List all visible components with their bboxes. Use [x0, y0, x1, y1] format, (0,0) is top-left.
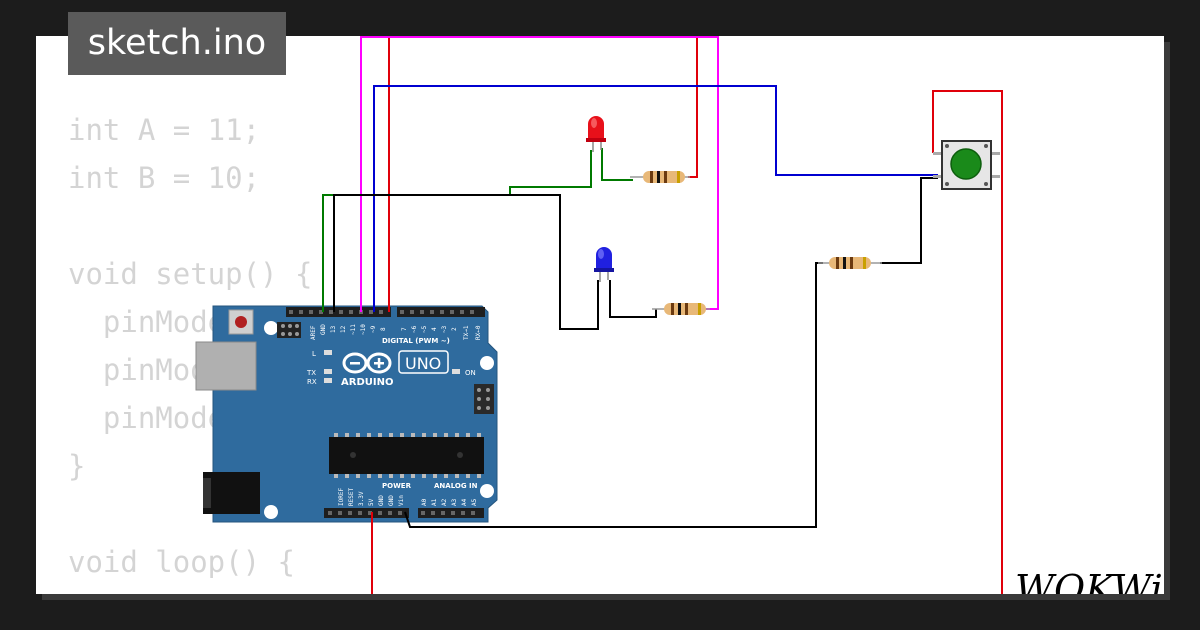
pin-label: ~10	[360, 324, 367, 335]
wire-red-led[interactable]	[388, 36, 698, 312]
pin-label: Vin	[398, 495, 405, 506]
pin-label: GND	[320, 324, 327, 335]
led-on	[452, 369, 460, 374]
led-l	[324, 350, 332, 355]
pin-label: RX←0	[475, 325, 482, 340]
pin-label: A5	[471, 498, 478, 506]
button-cap[interactable]	[950, 148, 982, 180]
pin-label: A0	[421, 498, 428, 506]
pin-label: 3.3V	[358, 491, 365, 506]
usb-port-icon	[195, 341, 257, 391]
pin-label: A4	[461, 498, 468, 506]
wires	[322, 36, 1003, 594]
pin-label: A3	[451, 498, 458, 506]
digital-header-label: DIGITAL (PWM ~)	[382, 337, 450, 345]
resistor-red-led[interactable]	[630, 171, 690, 183]
pin-label: TX→1	[463, 325, 470, 340]
pin-label: 5V	[368, 498, 375, 506]
mounting-hole	[480, 484, 494, 498]
led-red[interactable]	[586, 116, 606, 152]
pin-label: GND	[388, 495, 395, 506]
pushbutton[interactable]	[933, 140, 1000, 190]
icsp2-header	[474, 384, 494, 414]
pin-label: A1	[431, 498, 438, 506]
wire-magenta-led[interactable]	[360, 36, 719, 312]
mounting-hole	[264, 505, 278, 519]
power-label: POWER	[382, 482, 412, 490]
wire-red-button-vcc[interactable]	[932, 90, 1003, 594]
on-label: ON	[465, 369, 476, 377]
pin-label: ~6	[411, 325, 418, 333]
code-line: pinMode	[68, 305, 226, 339]
code-line: }	[68, 449, 86, 483]
code-line: int B = 10;	[68, 161, 261, 195]
icsp-header	[277, 322, 301, 338]
code-line: void loop() {	[68, 545, 295, 579]
board-model: UNO	[405, 354, 441, 373]
pin-label: 7	[401, 327, 408, 331]
mounting-hole	[480, 356, 494, 370]
atmega-chip	[329, 433, 484, 478]
led-label-tx: TX	[306, 369, 316, 377]
pin-label: GND	[378, 495, 385, 506]
pin-label: ~3	[441, 325, 448, 333]
pin-label: 2	[451, 327, 458, 331]
wokwi-logo-text: WOKWi	[1015, 567, 1163, 594]
circuit-diagram: AREF GND 13 12 ~11 ~10 ~9 8 7 ~6 ~5 4 ~3…	[195, 36, 1003, 594]
code-line: if(digitalRead(12) == HIGH) {	[68, 586, 609, 594]
pin-label: IOREF	[338, 488, 345, 506]
pin-label: ~9	[370, 325, 377, 333]
resistor-pulldown[interactable]	[818, 257, 882, 269]
arduino-uno-board[interactable]: AREF GND 13 12 ~11 ~10 ~9 8 7 ~6 ~5 4 ~3…	[195, 305, 498, 523]
wire-green-gnd-red[interactable]	[322, 150, 592, 312]
wokwi-logo: WOKWi	[1015, 567, 1163, 594]
pin-label: 12	[340, 325, 347, 333]
pin-label: ~11	[350, 324, 357, 335]
wire-black-resistor-button[interactable]	[880, 177, 938, 264]
code-line: int A = 11;	[68, 113, 261, 147]
led-label-rx: RX	[307, 378, 317, 386]
arduino-infinity-icon	[342, 352, 392, 374]
led-blue[interactable]	[594, 247, 614, 282]
pin-label: A2	[441, 498, 448, 506]
pin-label: RESET	[348, 488, 355, 506]
led-label-l: L	[312, 350, 316, 358]
power-jack-icon	[203, 472, 260, 514]
digital-header-left	[286, 307, 391, 317]
pin-label: 13	[330, 325, 337, 333]
wire-black-gnd-blue[interactable]	[333, 194, 599, 330]
resistor-blue-led[interactable]	[652, 303, 710, 315]
analog-label: ANALOG IN	[434, 482, 478, 490]
code-background: int A = 11; int B = 10; void setup() { pin…	[68, 106, 609, 594]
led-tx	[324, 369, 332, 374]
wire-blue-button[interactable]	[373, 85, 938, 312]
wire-led-red-cathode[interactable]	[601, 148, 633, 181]
pin-label: 8	[380, 327, 387, 331]
code-line: void setup() {	[68, 257, 313, 291]
preview-card: int A = 11; int B = 10; void setup() { pin…	[36, 36, 1164, 594]
wire-led-blue-cathode[interactable]	[609, 280, 657, 318]
led-rx	[324, 378, 332, 383]
mounting-hole	[264, 321, 278, 335]
pin-label: ~5	[421, 325, 428, 333]
power-header	[324, 508, 409, 518]
file-title-tab: sketch.ino	[68, 12, 286, 75]
pin-label: AREF	[310, 325, 317, 340]
pin-label: 4	[431, 327, 438, 331]
board-brand: ARDUINO	[341, 377, 393, 388]
code-line: pinMode	[68, 401, 226, 435]
